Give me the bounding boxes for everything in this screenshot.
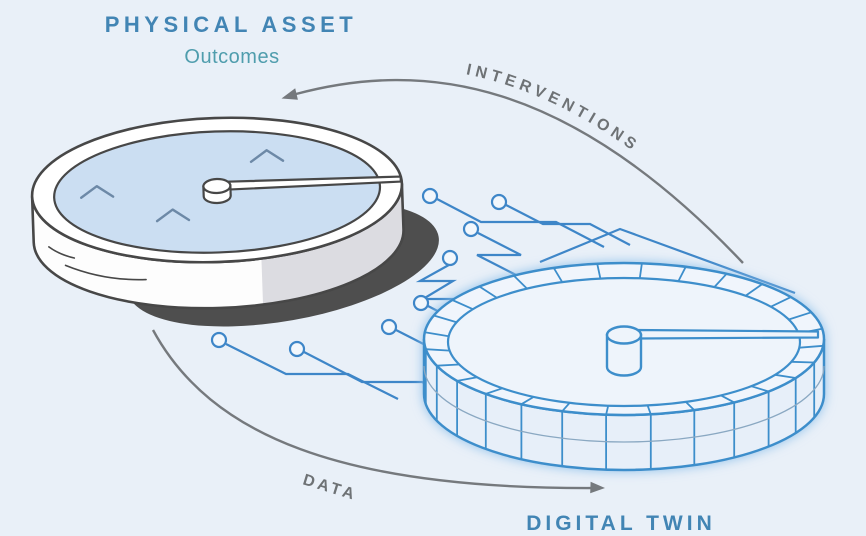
twin-rim-tick <box>770 296 792 308</box>
circuit-trace <box>225 343 399 400</box>
circuit-node <box>421 187 439 205</box>
twin-rim-tick <box>485 387 503 395</box>
twin-rim-tick <box>638 263 643 279</box>
twin-rim-tick <box>720 394 735 404</box>
twin-rim-tick <box>685 401 695 411</box>
twin-rim-tick <box>552 267 563 283</box>
interventions-arrowhead-icon <box>281 88 298 100</box>
interventions-arc <box>295 78 744 264</box>
twin-rim-tick <box>520 396 535 405</box>
physical-hub <box>202 177 232 195</box>
circuit-node <box>462 220 480 238</box>
circuit-node <box>210 331 228 349</box>
circuit-node <box>441 249 459 267</box>
twin-rim-tick <box>436 363 460 367</box>
twin-rim-tick <box>750 385 769 393</box>
circuit-trace <box>436 198 605 248</box>
chevron-icon <box>79 184 115 199</box>
digital-twin-disc <box>422 261 826 472</box>
physical-asset-title: PHYSICAL ASSET <box>105 12 357 37</box>
circuit-nodes <box>210 187 508 358</box>
circuit-node <box>288 340 306 358</box>
twin-wall-midline <box>423 365 825 443</box>
twin-rim-tick <box>513 274 528 290</box>
twin-rim-tick <box>774 373 796 379</box>
twin-rim-tick <box>561 402 571 412</box>
twin-rim-tick <box>433 314 457 324</box>
physical-asset-disc <box>30 116 407 315</box>
twin-rim-tick <box>677 266 687 282</box>
twin-rim-tick <box>799 344 824 349</box>
twin-rim-tick <box>424 331 449 338</box>
twin-rim-tick <box>605 405 610 415</box>
data-arc <box>151 329 601 490</box>
twin-rim-tick <box>791 360 815 364</box>
disc-accent-lines <box>48 246 147 281</box>
twin-rim-tick <box>451 299 474 311</box>
circuit-trace <box>415 260 470 301</box>
twin-hub-body <box>605 333 643 377</box>
chevron-icon <box>155 208 191 223</box>
twin-hub <box>605 325 643 345</box>
twin-rim-tick <box>596 263 602 279</box>
chevron-marks <box>79 149 285 223</box>
twin-rim-tick <box>478 285 498 299</box>
twin-rim-tick <box>425 348 450 352</box>
twin-rim-tick <box>745 283 763 297</box>
data-arrowhead-icon <box>590 481 605 494</box>
twin-rim-tick <box>646 405 652 415</box>
circuit-traces <box>210 187 796 401</box>
circuit-node <box>412 294 430 312</box>
circuit-trace <box>539 227 796 295</box>
twin-rim-tick <box>456 376 478 382</box>
chevron-icon <box>249 149 285 163</box>
physical-asset-subtitle: Outcomes <box>184 46 279 68</box>
circuit-node <box>490 193 508 211</box>
circuit-node <box>380 318 398 336</box>
twin-rim-tick <box>713 273 728 288</box>
twin-rim-tick <box>788 311 812 321</box>
twin-needle <box>635 328 820 340</box>
circuit-trace <box>505 204 631 246</box>
digital-twin-title: DIGITAL TWIN <box>526 512 716 535</box>
